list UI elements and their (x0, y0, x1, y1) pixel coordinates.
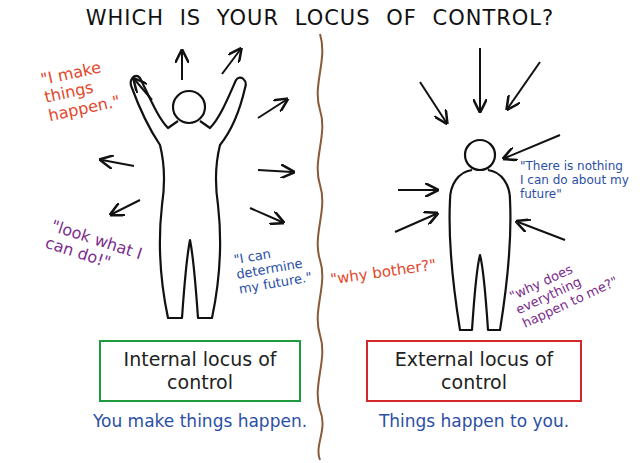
passive-figure (449, 140, 510, 330)
quote-note: "I make things happen." (39, 54, 133, 125)
quote-note: "look what I can do!" (43, 217, 153, 284)
inward-arrows (395, 48, 565, 240)
quote-note: "why bother?" (329, 257, 437, 289)
quote-note: "I can determine my future." (233, 239, 322, 297)
quote-note: "why does everything happen to me?" (508, 245, 625, 331)
caption-line: You make things happen. (93, 412, 307, 432)
diagram-title: WHICH IS YOUR LOCUS OF CONTROL? (86, 6, 554, 30)
box-label: Internal locus of control (115, 348, 285, 394)
concept-box: Internal locus of control (99, 340, 301, 402)
quote-note: "There is nothing I can do about my futu… (520, 160, 630, 201)
confident-figure (131, 76, 246, 318)
divider-line (318, 34, 323, 460)
box-label: External locus of control (382, 348, 566, 394)
concept-box: External locus of control (366, 340, 582, 402)
caption-line: Things happen to you. (379, 412, 569, 432)
outward-arrows (102, 50, 292, 222)
